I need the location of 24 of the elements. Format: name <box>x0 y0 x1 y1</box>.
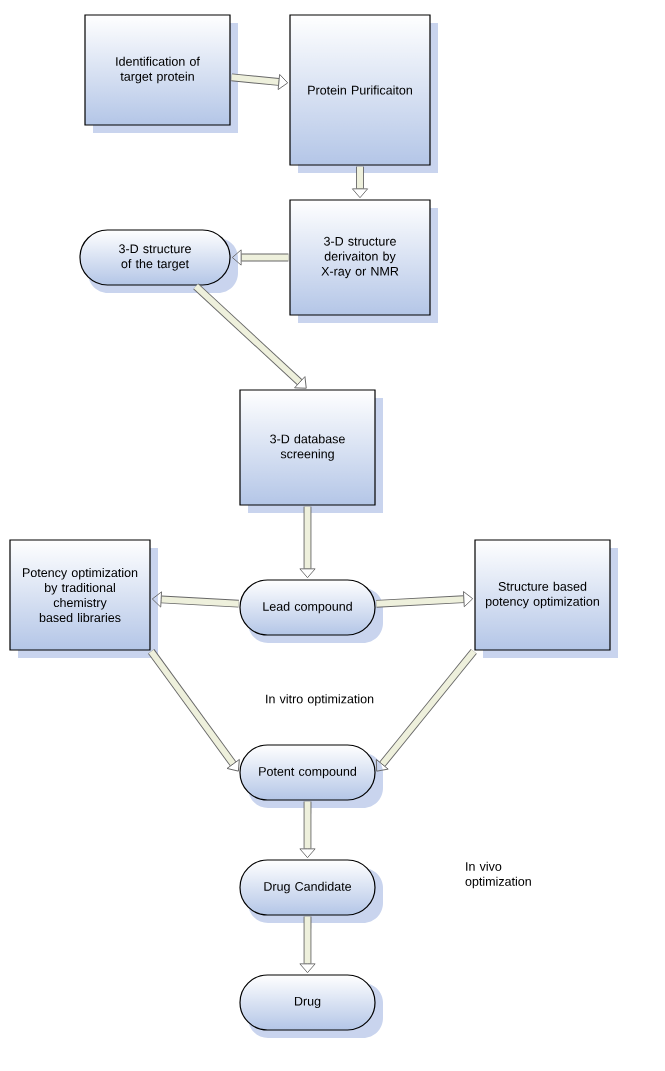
process-box: Identification of target protein <box>84 14 238 133</box>
arrow <box>351 166 369 199</box>
arrow <box>151 591 239 608</box>
note-text: In vitro optimization <box>266 694 374 706</box>
arrow <box>231 73 289 90</box>
rounded-box: Potent compound <box>239 744 383 808</box>
rounded-box: Drug Candidate <box>239 859 383 923</box>
process-box: 3-D structure derivaiton by X-ray or NMR <box>289 199 438 323</box>
rounded-box: Drug <box>239 974 383 1038</box>
arrow <box>299 916 316 974</box>
rounded-box: Lead compound <box>239 579 383 643</box>
arrow <box>376 591 474 608</box>
process-box: Structure based potency optimization <box>474 539 618 658</box>
arrow <box>375 648 477 772</box>
process-box: Potency optimization by traditional chemistry based libraries <box>9 539 158 658</box>
arrow <box>193 283 307 389</box>
arrow <box>231 249 289 266</box>
arrow <box>299 506 316 579</box>
rounded-box: 3-D structure of the target <box>79 229 238 293</box>
process-box: Protein Purificaiton <box>289 14 438 173</box>
arrow <box>299 801 316 859</box>
note-text: In vivo optimization <box>465 861 531 889</box>
arrow <box>148 649 240 772</box>
process-box: 3-D database screening <box>239 389 383 513</box>
